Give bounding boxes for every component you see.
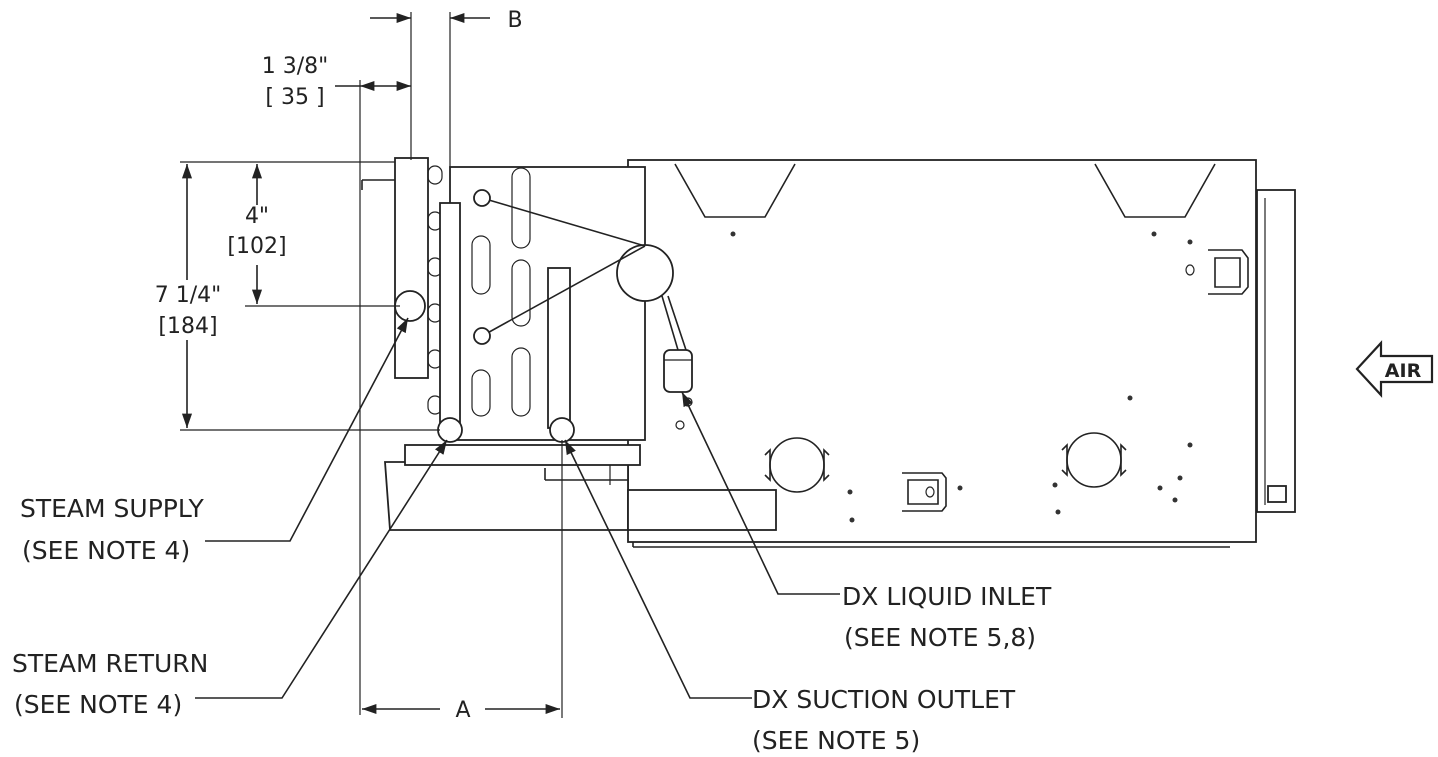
- callout-dx-suction-outlet-note: (SEE NOTE 5): [752, 726, 920, 755]
- dim-height-4-metric-label: [102]: [227, 234, 286, 259]
- handle-bottom: [902, 472, 947, 512]
- dim-height-7-metric-label: [184]: [158, 314, 217, 339]
- dim-width-label: 1 3/8": [262, 54, 329, 79]
- steam-header: [394, 157, 429, 379]
- steam-return-connection: [437, 417, 463, 443]
- suction-riser: [547, 267, 571, 429]
- callout-steam-supply: STEAM SUPPLY: [20, 494, 204, 523]
- handle-top-right: [1208, 249, 1249, 295]
- callout-dx-liquid-inlet-note: (SEE NOTE 5,8): [844, 623, 1036, 652]
- callout-steam-return: STEAM RETURN: [12, 649, 208, 678]
- drain-pan: [384, 444, 777, 531]
- distributor-body: [616, 244, 674, 302]
- airflow-arrow-icon: [1355, 340, 1434, 398]
- dim-height-4-label: 4": [245, 204, 269, 229]
- airflow-label: AIR: [1385, 360, 1422, 382]
- top-pan-right: [1094, 163, 1216, 218]
- leader-lines: [195, 317, 840, 699]
- callout-dx-suction-outlet: DX SUCTION OUTLET: [752, 685, 1016, 714]
- drain-extension: [627, 489, 777, 531]
- unit-cabinet: [627, 159, 1296, 548]
- coil-end-plate: [439, 202, 461, 436]
- dx-suction-connection: [549, 417, 575, 443]
- top-pan-left: [674, 163, 796, 218]
- dim-height-7-label: 7 1/4": [155, 283, 222, 308]
- side-flange: [1256, 189, 1296, 513]
- dim-a-label: A: [455, 698, 470, 723]
- coil-slots: [471, 167, 531, 417]
- callout-steam-return-note: (SEE NOTE 4): [14, 690, 182, 719]
- coil-section: [361, 157, 693, 443]
- liquid-inlet-fitting: [663, 349, 693, 393]
- dim-width-metric-label: [ 35 ]: [265, 85, 324, 110]
- dim-b-label: B: [507, 8, 522, 33]
- callout-dx-liquid-inlet: DX LIQUID INLET: [842, 582, 1052, 611]
- callout-steam-supply-note: (SEE NOTE 4): [22, 536, 190, 565]
- dimension-lines: [180, 12, 563, 718]
